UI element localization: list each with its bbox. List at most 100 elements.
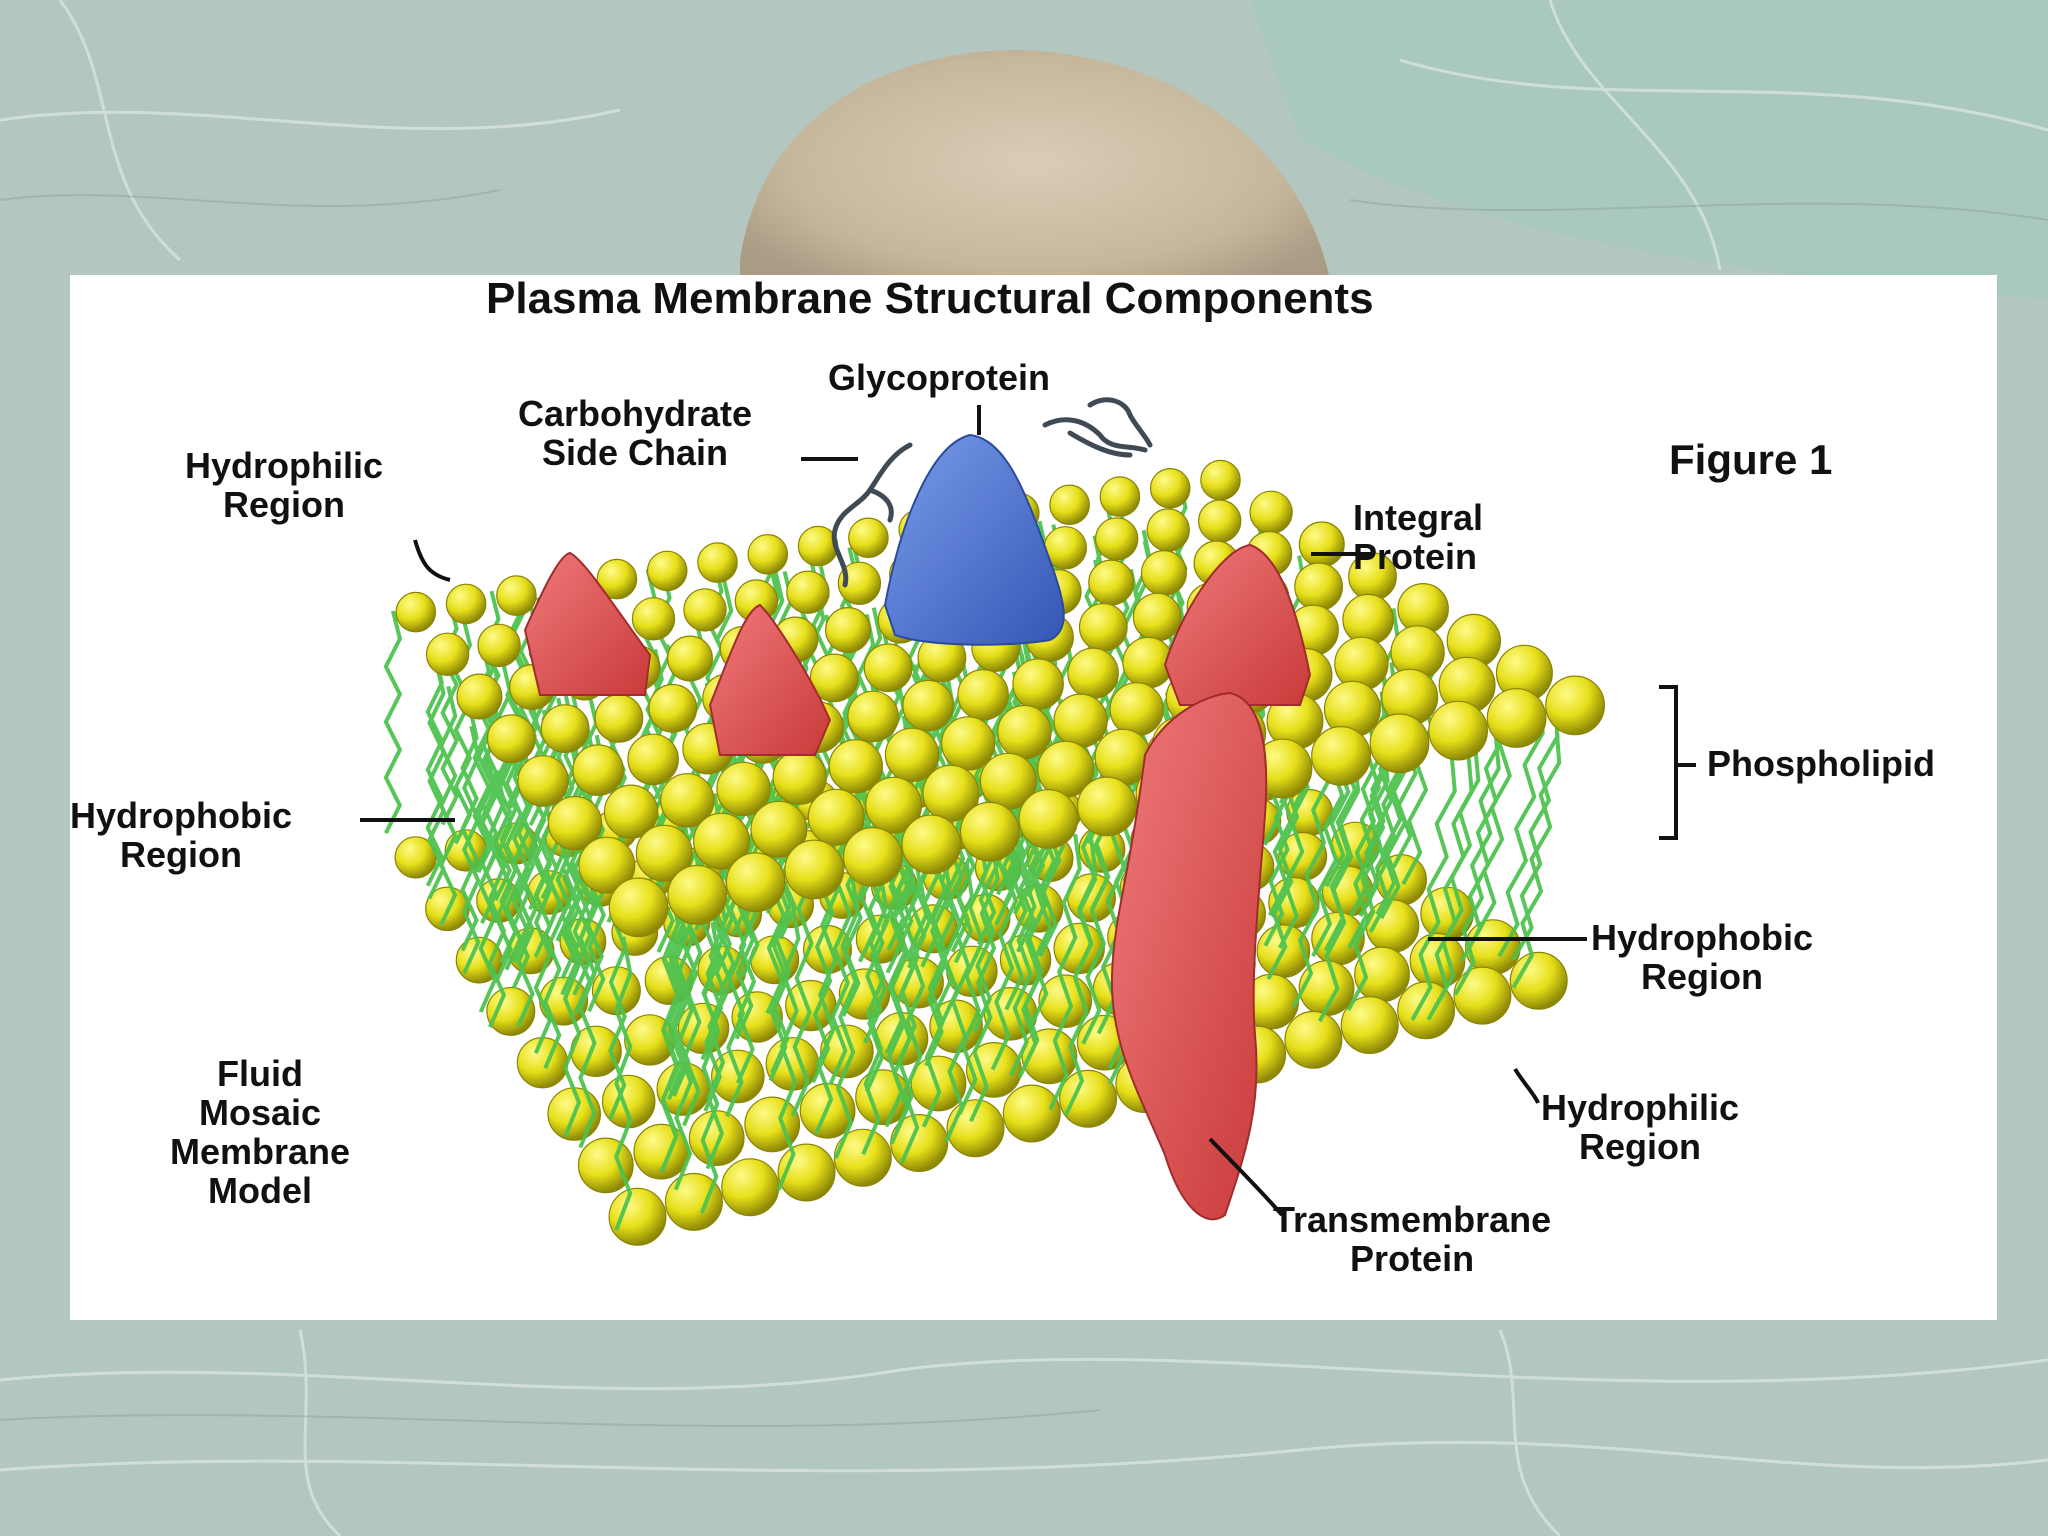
phospholipid-head	[395, 591, 437, 633]
phospholipid-head	[941, 716, 996, 771]
phospholipid-head	[1012, 658, 1064, 710]
lipid-tail	[425, 653, 445, 887]
phospholipid-head	[824, 607, 871, 654]
phospholipid-head	[1342, 593, 1394, 646]
phospholipid-head	[1197, 499, 1242, 543]
phospholipid-head	[1109, 682, 1164, 737]
phospholipid-head	[688, 1110, 745, 1166]
phospholipid-head	[608, 1187, 667, 1246]
phospholipid-head	[596, 558, 638, 600]
phospholipid-head	[1354, 946, 1410, 1003]
lipid-tail	[383, 610, 403, 834]
lipid-tail	[507, 582, 527, 809]
phospholipid-label: Phospholipid	[1707, 743, 1935, 784]
lipid-tail	[533, 709, 553, 958]
membrane-illustration	[360, 397, 1696, 1246]
lipid-tail	[427, 663, 446, 900]
phospholipid-head	[1284, 1010, 1343, 1069]
carbohydrate-side-chains	[831, 397, 1153, 588]
phospholipid-head	[901, 814, 962, 875]
hydrophilic-region-bottom-label: Hydrophilic Region	[1541, 1088, 1739, 1167]
phospholipid-head	[697, 542, 738, 583]
hydrophilic-region-top-label: Hydrophilic Region	[185, 446, 383, 525]
phospholipid-head	[902, 679, 954, 732]
phospholipid-head	[797, 525, 839, 567]
fluid-mosaic-line1: Fluid	[217, 1053, 304, 1094]
phospholipid-head	[997, 704, 1052, 760]
phospholipid-head	[648, 683, 698, 733]
carbohydrate-side-chain-line1: Carbohydrate	[518, 393, 753, 434]
integral-protein-label: Integral Protein	[1353, 497, 1484, 577]
lipid-tail	[614, 936, 633, 1231]
phospholipid-head	[1545, 675, 1605, 736]
phospholipid-head	[1149, 468, 1191, 509]
phospholipid-head	[1049, 484, 1090, 526]
phospholipid-head	[910, 1055, 967, 1112]
phospholipid-head	[842, 827, 903, 887]
lipid-tail	[969, 844, 1000, 1123]
figure-label: Figure 1	[1669, 436, 1833, 483]
fluid-mosaic-line4: Model	[208, 1169, 313, 1211]
phospholipid-head	[863, 643, 913, 693]
lipid-tail	[894, 851, 923, 1132]
lipid-tail	[487, 770, 507, 1028]
phospholipid-head	[1140, 550, 1187, 597]
phospholipid-head	[833, 1128, 892, 1187]
phospholipid-head	[540, 704, 590, 754]
phospholipid-head	[786, 570, 830, 614]
phospholipid-head	[572, 744, 624, 796]
phospholipid-head	[660, 773, 715, 828]
lipid-tail	[899, 879, 929, 1164]
phospholipid-head	[1099, 476, 1141, 517]
phospholipid-head	[1200, 459, 1241, 501]
lipid-tail	[462, 725, 481, 975]
lipid-tail	[1453, 735, 1501, 996]
phospholipid-head	[1486, 688, 1547, 748]
fluid-mosaic-line2: Mosaic	[199, 1091, 322, 1133]
phospholipid-head	[747, 533, 789, 575]
lipid-tail	[516, 768, 535, 1027]
phospholipid-head	[922, 764, 980, 822]
lipid-tail	[560, 740, 580, 996]
hydrophobic-region-right-line2: Region	[1641, 955, 1763, 997]
carbohydrate-side-chain-line2: Side Chain	[542, 431, 729, 473]
carbohydrate-side-chain-label: Carbohydrate Side Chain	[518, 393, 753, 473]
phospholipid-head	[1298, 521, 1345, 568]
phospholipid-head	[1453, 966, 1512, 1025]
lipid-tail	[659, 888, 681, 1173]
phospholipid-head	[1002, 1084, 1061, 1143]
leader-lines	[360, 405, 1696, 1217]
glycoprotein-label: Glycoprotein	[828, 357, 1051, 398]
phospholipid-head	[667, 864, 728, 925]
phospholipid-head	[1369, 713, 1430, 774]
lipid-tail	[460, 706, 479, 952]
phospholipid-head	[1077, 776, 1137, 837]
integral-protein-line1: Integral	[1353, 497, 1484, 538]
phospholipid-head	[517, 755, 569, 807]
phospholipid-head	[664, 1172, 723, 1231]
phospholipid-head	[959, 801, 1020, 862]
integral-proteins	[523, 543, 1312, 756]
phospholipid-head	[477, 623, 521, 668]
phospholipid-head	[828, 739, 884, 794]
phospholipid-head	[683, 588, 727, 632]
lipid-tail	[533, 790, 553, 1054]
phospholipid-head	[1018, 789, 1079, 849]
diagram-title: Plasma Membrane Structural Components	[486, 274, 1374, 323]
lipid-tail	[1292, 744, 1333, 1008]
phospholipid-head	[1067, 647, 1119, 700]
phospholipid-head	[627, 733, 679, 786]
lipid-tail	[1497, 700, 1545, 958]
hydrophobic-region-right-label: Hydrophobic Region	[1591, 918, 1813, 997]
phospholipid-head	[692, 812, 750, 870]
phospholipid-head	[631, 597, 676, 641]
phospholipid-head	[1059, 1069, 1118, 1128]
lipid-tail	[814, 855, 840, 1135]
hydrophilic-region-bottom-line2: Region	[1579, 1125, 1702, 1167]
transmembrane-protein	[1110, 691, 1268, 1221]
phospholipid-head	[1311, 726, 1371, 786]
hydrophobic-region-left-line1: Hydrophobic	[70, 795, 292, 836]
phospholipid-head	[1464, 919, 1521, 975]
phospholipid-head	[721, 1158, 780, 1217]
phospholipid-head	[809, 653, 859, 703]
